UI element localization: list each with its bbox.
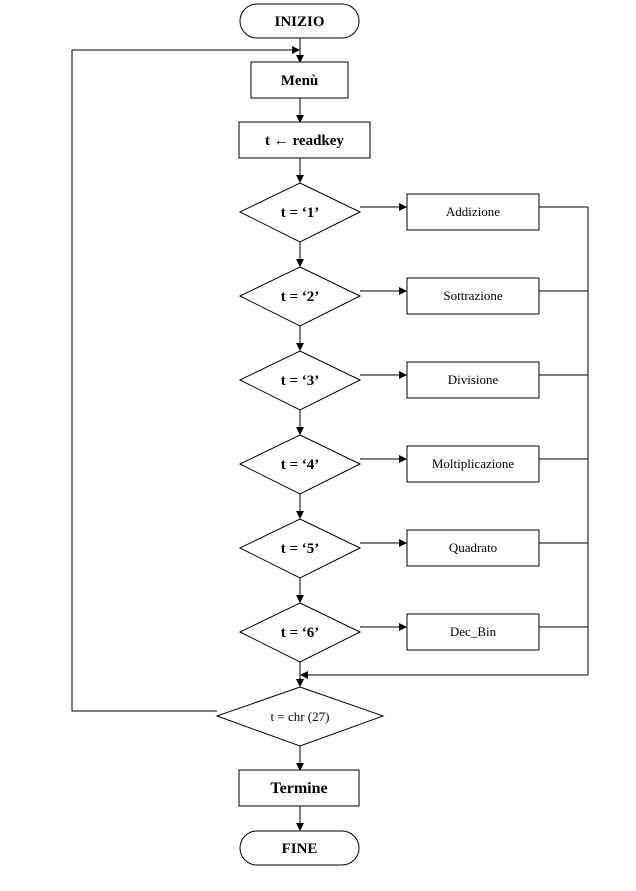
menu-box: Menù bbox=[250, 61, 349, 99]
op-dec-bin-label: Dec_Bin bbox=[450, 624, 497, 639]
arrow-loop-back-to-menu bbox=[71, 46, 300, 712]
decision-exit: t = chr (27) bbox=[215, 686, 385, 747]
decision-cond6: t = ‘6’ bbox=[238, 602, 362, 663]
op-sottrazione-box: Sottrazione bbox=[406, 277, 540, 315]
end-label: FINE bbox=[282, 841, 318, 857]
cond4-label: t = ‘4’ bbox=[281, 457, 320, 473]
start-label: INIZIO bbox=[274, 14, 324, 30]
termine-label: Termine bbox=[270, 780, 327, 797]
cond6-label: t = ‘6’ bbox=[281, 625, 320, 641]
cond2-label: t = ‘2’ bbox=[281, 289, 320, 305]
cond1-label: t = ‘1’ bbox=[281, 205, 320, 221]
termine-box: Termine bbox=[238, 769, 360, 807]
op-divisione-box: Divisione bbox=[406, 361, 540, 399]
decision-cond3: t = ‘3’ bbox=[238, 350, 362, 411]
readkey-box: t ← readkey bbox=[238, 121, 371, 159]
end-terminal: FINE bbox=[239, 830, 360, 866]
menu-label: Menù bbox=[281, 73, 319, 89]
start-terminal: INIZIO bbox=[239, 3, 360, 39]
op-divisione-label: Divisione bbox=[448, 372, 499, 387]
op-addizione-label: Addizione bbox=[446, 204, 500, 219]
cond5-label: t = ‘5’ bbox=[281, 541, 320, 557]
cond3-label: t = ‘3’ bbox=[281, 373, 320, 389]
op-quadrato-box: Quadrato bbox=[406, 529, 540, 567]
exit-cond-label: t = chr (27) bbox=[271, 709, 330, 724]
op-addizione-box: Addizione bbox=[406, 193, 540, 231]
connectors bbox=[71, 38, 589, 831]
op-dec-bin-box: Dec_Bin bbox=[406, 613, 540, 651]
decision-cond5: t = ‘5’ bbox=[238, 518, 362, 579]
decision-cond2: t = ‘2’ bbox=[238, 266, 362, 327]
decision-cond4: t = ‘4’ bbox=[238, 434, 362, 495]
op-moltiplicazione-box: Moltiplicazione bbox=[406, 445, 540, 483]
decision-cond1: t = ‘1’ bbox=[238, 182, 362, 243]
op-moltiplicazione-label: Moltiplicazione bbox=[432, 456, 515, 471]
op-sottrazione-label: Sottrazione bbox=[443, 288, 502, 303]
op-quadrato-label: Quadrato bbox=[449, 540, 497, 555]
readkey-label: t ← readkey bbox=[265, 133, 344, 149]
